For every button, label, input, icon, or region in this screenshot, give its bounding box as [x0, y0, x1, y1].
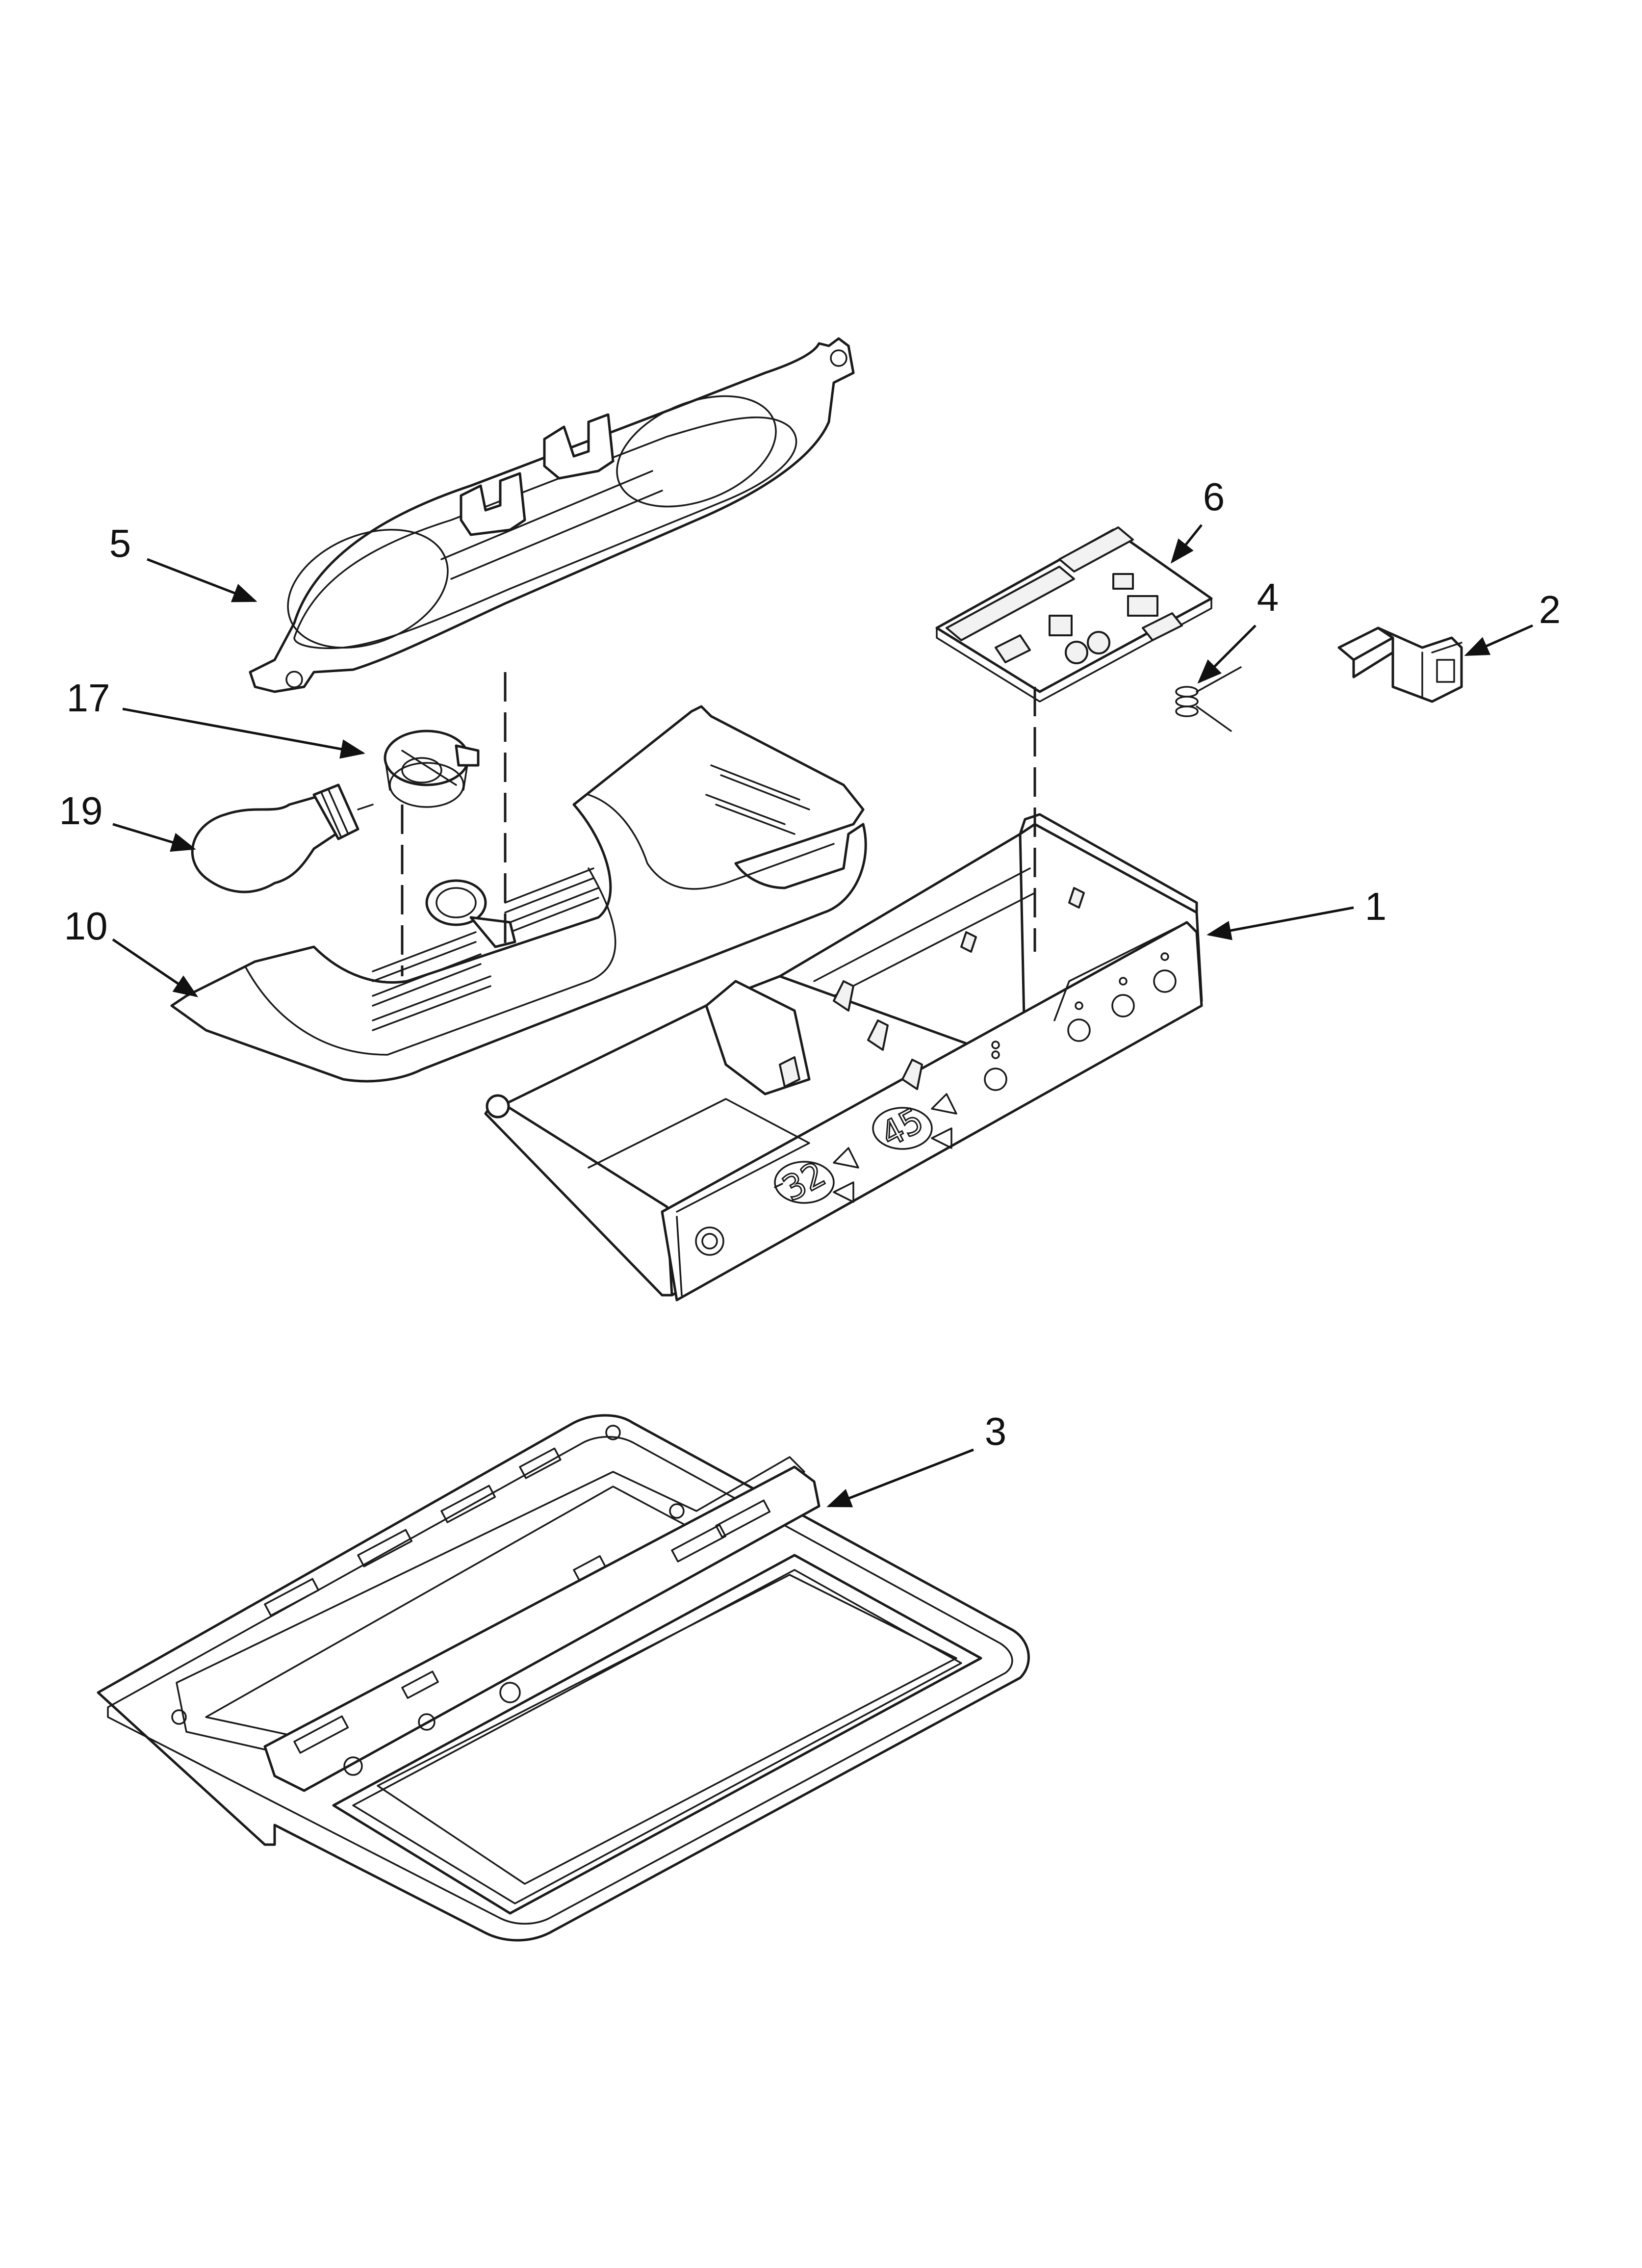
callout-label-4: 4 — [1257, 575, 1279, 619]
spring-part-4 — [1175, 666, 1242, 732]
callout-label-1: 1 — [1365, 885, 1387, 928]
callout-3: 3 — [826, 1409, 1007, 1508]
callout-4: 4 — [1197, 575, 1279, 684]
callout-1: 1 — [1206, 885, 1387, 940]
lamp-housing-part-10 — [170, 705, 867, 1083]
callout-10: 10 — [64, 904, 199, 997]
callout-label-10: 10 — [64, 904, 108, 948]
callout-2: 2 — [1464, 588, 1561, 656]
callout-17: 17 — [67, 676, 365, 759]
callout-label-6: 6 — [1203, 475, 1225, 519]
light-bulb-part-19 — [191, 783, 374, 893]
callout-label-3: 3 — [985, 1409, 1007, 1453]
switch-part-2 — [1337, 626, 1463, 703]
callout-label-5: 5 — [109, 521, 131, 565]
control-board-part-6 — [935, 526, 1213, 703]
control-housing-part-1: 32 45 — [484, 813, 1203, 1302]
light-cover-part-5 — [249, 337, 855, 693]
callout-label-2: 2 — [1539, 588, 1561, 631]
alignment-lines — [401, 672, 1036, 976]
lamp-socket-part-17 — [384, 730, 480, 808]
callout-19: 19 — [59, 789, 196, 852]
callout-label-19: 19 — [59, 789, 103, 833]
frame-part-3 — [97, 1414, 1030, 1942]
callout-label-17: 17 — [67, 676, 110, 720]
callout-6: 6 — [1170, 475, 1225, 564]
callout-5: 5 — [109, 521, 257, 602]
